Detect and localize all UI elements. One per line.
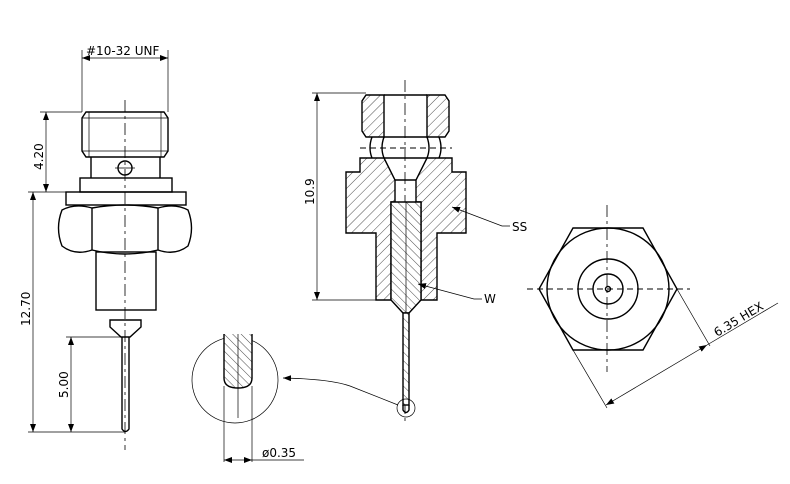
- hex-dim: 6.35 HEX: [711, 299, 766, 340]
- side-view: #10-32 UNF 4.20 12.70 5.00: [19, 44, 193, 450]
- cap-height-dim: 4.20: [32, 143, 46, 170]
- material-w-label: W: [484, 292, 496, 306]
- diameter-dim: ø0.35: [262, 446, 296, 460]
- overall-length-dim: 12.70: [19, 292, 33, 326]
- detail-view: ø0.35: [191, 334, 399, 463]
- end-view: 6.35 HEX: [527, 205, 779, 409]
- section-height-dim: 10.9: [303, 178, 317, 205]
- section-view: 10.9 SS W: [303, 80, 527, 425]
- thread-label: #10-32 UNF: [86, 44, 159, 58]
- material-ss-label: SS: [512, 220, 527, 234]
- pin-length-dim: 5.00: [57, 371, 71, 398]
